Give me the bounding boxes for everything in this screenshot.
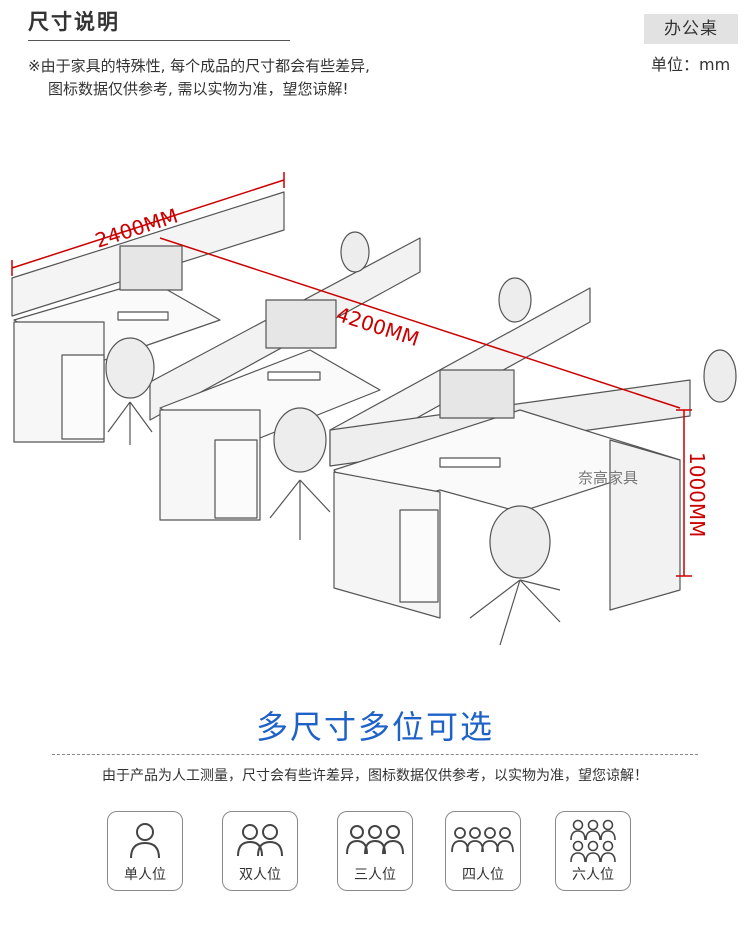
category-badge: 办公桌 (644, 14, 738, 44)
seat-option-label: 三人位 (354, 867, 396, 883)
two-person-icon (237, 824, 283, 857)
chair-base-center (269, 479, 331, 540)
desk-leg-right (609, 439, 681, 611)
seat-option-single[interactable]: 单人位 (107, 811, 183, 891)
brand-mark: 奈高家具 (578, 469, 638, 487)
monitor-left (119, 245, 183, 291)
chair-back-3 (703, 349, 737, 403)
options-slogan: 多尺寸多位可选 (255, 708, 494, 746)
seat-option-label: 六人位 (572, 867, 614, 883)
monitor-front (439, 369, 515, 419)
chair-base-front (469, 579, 561, 646)
seat-option-label: 四人位 (462, 867, 504, 883)
size-note-line-2: 图标数据仅供参考, 需以实物为准，望您谅解! (48, 80, 349, 98)
drawer-unit-left (61, 354, 105, 440)
dashed-divider (52, 754, 698, 755)
drawer-unit-center (214, 439, 258, 519)
six-person-icon (570, 819, 616, 863)
size-note: ※由于家具的特殊性, 每个成品的尺寸都会有些差异, 图标数据仅供参考, 需以实物… (28, 55, 370, 101)
size-note-line-1: ※由于家具的特殊性, 每个成品的尺寸都会有些差异, (28, 57, 370, 75)
seat-option-six[interactable]: 六人位 (555, 811, 631, 891)
four-person-icon (451, 827, 514, 853)
seat-option-quad[interactable]: 四人位 (445, 811, 521, 891)
dimension-line-length (159, 237, 681, 409)
unit-label: 单位：mm (651, 55, 731, 74)
chair-back-2 (498, 277, 532, 323)
chair-center (273, 407, 327, 473)
workstation-illustration: 2400MM 4200MM 1000MM 奈高家具 (11, 172, 737, 646)
keyboard-center (267, 371, 321, 381)
seat-option-double[interactable]: 双人位 (222, 811, 298, 891)
chair-back-1 (340, 231, 370, 273)
monitor-center (265, 299, 337, 349)
dimension-depth-label: 1000MM (685, 452, 709, 537)
single-person-icon (130, 823, 160, 859)
page-title: 尺寸说明 (28, 10, 120, 34)
seat-option-label: 双人位 (239, 867, 281, 883)
seat-option-triple[interactable]: 三人位 (337, 811, 413, 891)
measurement-disclaimer: 由于产品为人工测量，尺寸会有些许差异，图标数据仅供参考，以实物为准，望您谅解！ (102, 768, 648, 784)
title-underline (28, 40, 290, 41)
three-person-icon (346, 825, 404, 855)
seat-option-label: 单人位 (124, 867, 166, 883)
keyboard-left (117, 311, 169, 321)
chair-base-left (107, 401, 153, 445)
dimension-line-width (11, 179, 285, 269)
chair-front (489, 505, 551, 579)
keyboard-front (439, 457, 501, 468)
chair-left (105, 337, 155, 399)
drawer-unit-front (399, 509, 439, 603)
